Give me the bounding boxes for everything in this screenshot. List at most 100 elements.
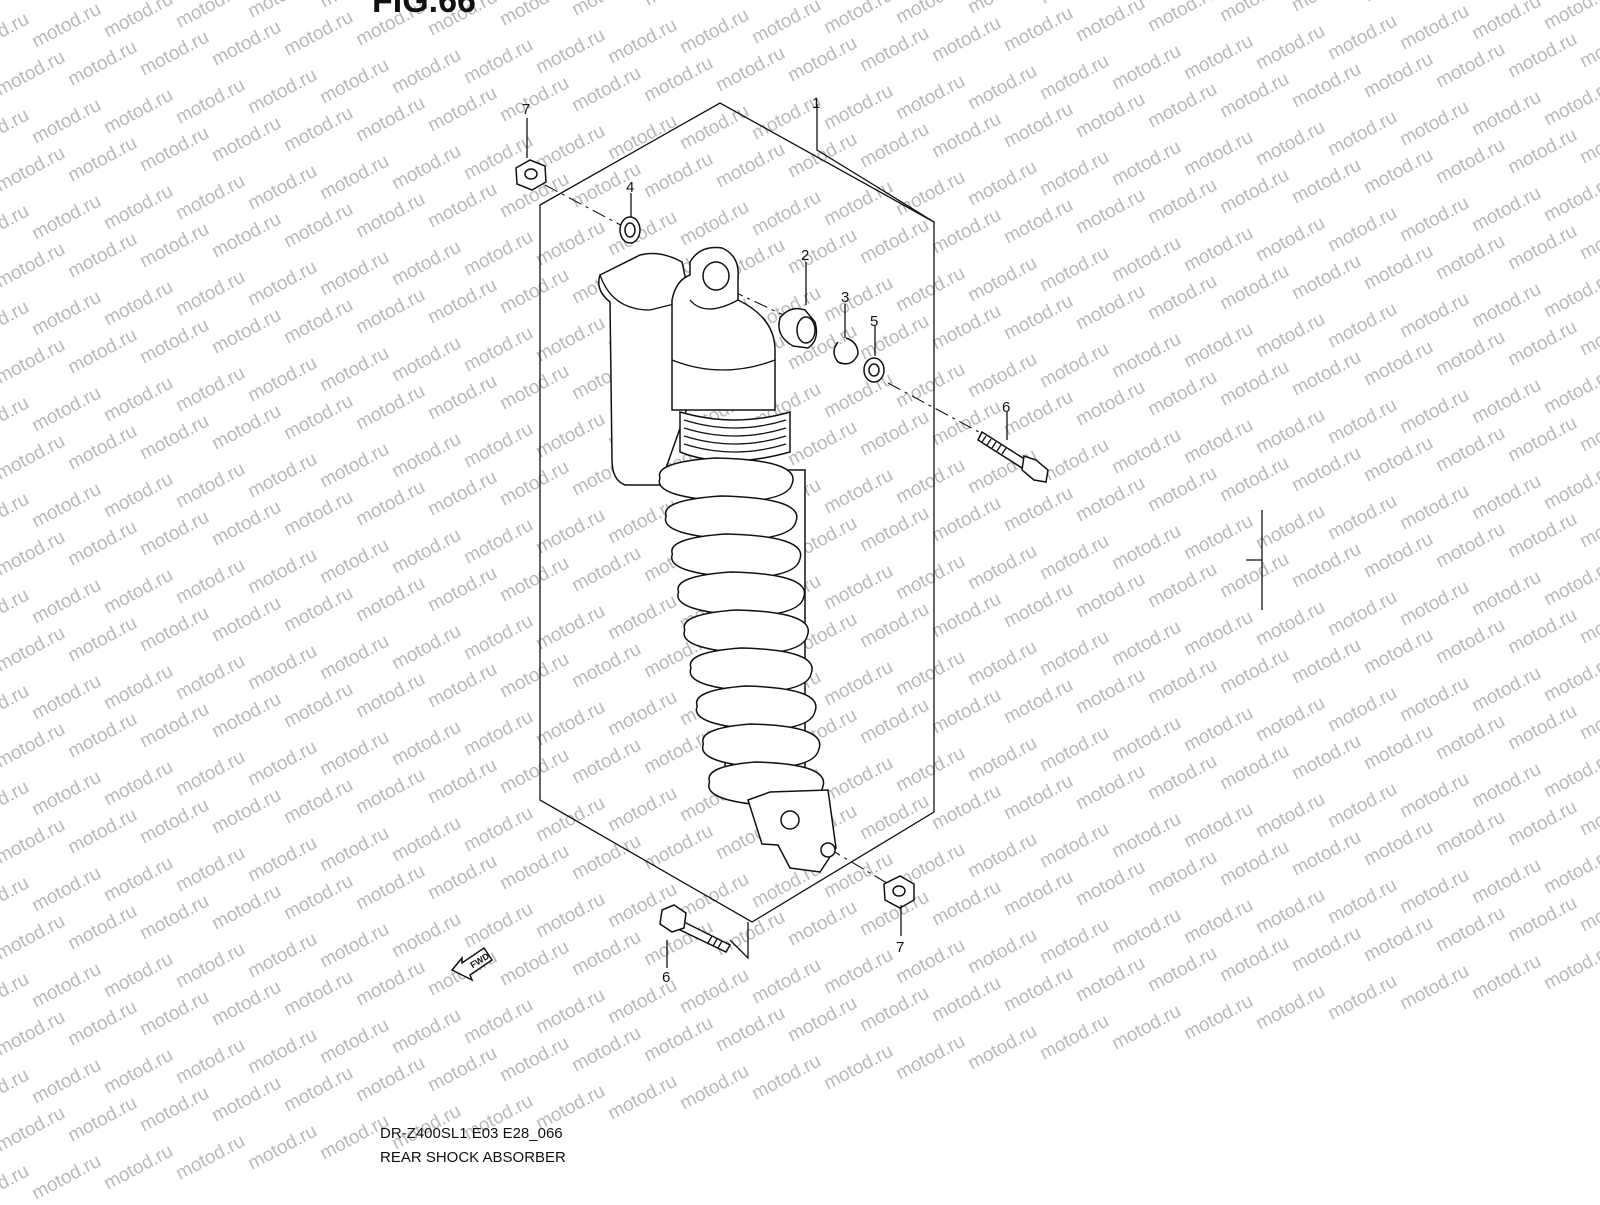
watermark-text: motod.ru [1360,529,1436,583]
watermark-text: motod.ru [1396,961,1472,1015]
watermark-text: motod.ru [496,649,572,703]
watermark-text: motod.ru [676,197,752,251]
callout-3: 3 [841,289,849,306]
watermark-text: motod.ru [1252,501,1328,555]
watermark-text: motod.ru [1324,683,1400,737]
watermark-text: motod.ru [856,695,932,749]
watermark-text: motod.ru [1396,769,1472,823]
watermark-text: motod.ru [28,191,104,245]
watermark-text: motod.ru [1540,557,1600,611]
watermark-text: motod.ru [1504,605,1580,659]
watermark-text: motod.ru [1468,663,1544,717]
watermark-text: motod.ru [460,899,536,953]
watermark-text: motod.ru [1324,779,1400,833]
watermark-text: motod.ru [172,747,248,801]
watermark-text: motod.ru [640,821,716,875]
watermark-text: motod.ru [424,179,500,233]
watermark-text: motod.ru [388,141,464,195]
watermark-text: motod.ru [820,561,896,615]
watermark-text: motod.ru [208,881,284,935]
watermark-text: motod.ru [1252,597,1328,651]
watermark-text: motod.ru [136,987,212,1041]
watermark-text: motod.ru [28,479,104,533]
watermark-text: motod.ru [1468,87,1544,141]
watermark-text: motod.ru [856,407,932,461]
watermark-text: motod.ru [1360,0,1436,6]
watermark-text: motod.ru [1468,951,1544,1005]
watermark-text: motod.ru [136,603,212,657]
watermark-text: motod.ru [1396,577,1472,631]
watermark-text: motod.ru [64,325,140,379]
watermark-text: motod.ru [568,543,644,597]
watermark-text: motod.ru [748,955,824,1009]
watermark-text: motod.ru [784,897,860,951]
watermark-text: motod.ru [1180,607,1256,661]
watermark-text: motod.ru [0,681,33,735]
watermark-text: motod.ru [280,679,356,733]
watermark-text: motod.ru [0,393,33,447]
watermark-text: motod.ru [676,1061,752,1115]
watermark-text: motod.ru [1468,759,1544,813]
watermark-text: motod.ru [0,297,33,351]
watermark-text: motod.ru [280,103,356,157]
watermark-text: motod.ru [208,17,284,71]
watermark-text: motod.ru [1504,701,1580,755]
spring-coil [684,610,808,654]
watermark-text: motod.ru [748,0,824,48]
watermark-text: motod.ru [1216,741,1292,795]
watermark-text: motod.ru [100,565,176,619]
watermark-text: motod.ru [1144,751,1220,805]
watermark-text: motod.ru [352,93,428,147]
watermark-text: motod.ru [1000,3,1076,57]
watermark-text: motod.ru [1504,797,1580,851]
watermark-text: motod.ru [1144,943,1220,997]
watermark-text: motod.ru [28,383,104,437]
watermark-text: motod.ru [1036,0,1112,8]
watermark-text: motod.ru [172,171,248,225]
watermark-text: motod.ru [280,1063,356,1117]
watermark-text: motod.ru [892,167,968,221]
watermark-text: motod.ru [820,465,896,519]
watermark-text: motod.ru [1576,787,1600,841]
watermark-text: motod.ru [1576,595,1600,649]
watermark-text: motod.ru [1252,885,1328,939]
watermark-text: motod.ru [28,575,104,629]
watermark-text: motod.ru [388,717,464,771]
shock-upper-body [672,248,790,461]
watermark-text: motod.ru [892,71,968,125]
watermark-text: motod.ru [1504,317,1580,371]
watermark-text: motod.ru [460,611,536,665]
watermark-text: motod.ru [1252,213,1328,267]
spring-coil [696,686,815,730]
watermark-text: motod.ru [532,409,608,463]
watermark-text: motod.ru [1000,195,1076,249]
watermark-text: motod.ru [100,949,176,1003]
spring-coil [678,572,805,616]
watermark-text: motod.ru [532,601,608,655]
watermark-text: motod.ru [172,267,248,321]
watermark-text: motod.ru [1324,203,1400,257]
watermark-text: motod.ru [1360,241,1436,295]
watermark-text: motod.ru [1504,893,1580,947]
watermark-text: motod.ru [928,13,1004,67]
watermark-text: motod.ru [1576,19,1600,73]
watermark-text: motod.ru [820,657,896,711]
watermark-text: motod.ru [1036,243,1112,297]
watermark-text: motod.ru [0,969,33,1023]
watermark-text: motod.ru [208,305,284,359]
watermark-text: motod.ru [1036,1011,1112,1065]
watermark-text: motod.ru [352,861,428,915]
watermark-text: motod.ru [1144,0,1220,36]
watermark-text: motod.ru [1180,511,1256,565]
watermark-text: motod.ru [100,757,176,811]
watermark-text: motod.ru [1288,539,1364,593]
watermark-text: motod.ru [64,1093,140,1147]
watermark-text: motod.ru [1432,327,1508,381]
watermark-text: motod.ru [1072,761,1148,815]
watermark-text: motod.ru [1000,579,1076,633]
watermark-text: motod.ru [100,0,176,42]
shock-lower-clevis [748,790,836,872]
watermark-text: motod.ru [244,929,320,983]
watermark-text: motod.ru [1288,635,1364,689]
watermark-text: motod.ru [928,781,1004,835]
